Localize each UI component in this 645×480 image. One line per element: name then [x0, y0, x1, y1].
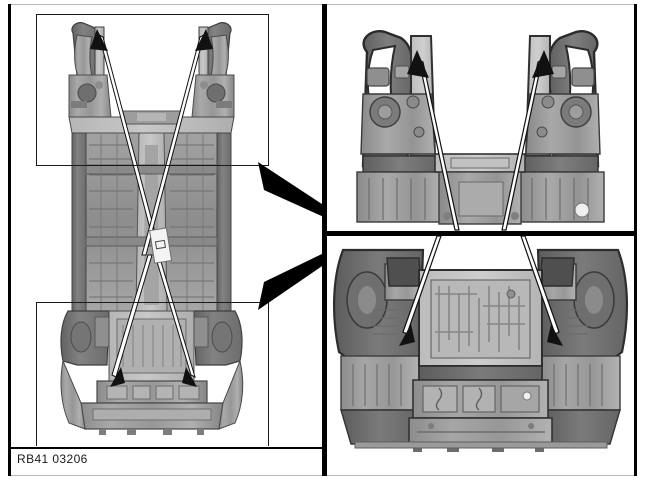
- underbody-overview-artwork: [60, 22, 244, 435]
- figure-id-caption: RB41 03206: [17, 452, 88, 466]
- overview-arrowhead-front-left: [90, 29, 108, 51]
- callout-box-front: [36, 14, 269, 166]
- callout-box-rear: [36, 302, 269, 446]
- caption-separator-rule: [11, 447, 322, 449]
- overview-leader-lines: [98, 34, 205, 378]
- frame-border-left: [8, 4, 11, 476]
- rear-detail-arrowhead-right: [547, 324, 563, 346]
- front-detail-panel: [327, 6, 634, 231]
- taper-arrow-to-front-detail: [258, 162, 328, 218]
- taper-arrow-to-rear-detail: [258, 252, 328, 310]
- rear-detail-panel: [327, 236, 634, 475]
- front-detail-artwork: [356, 30, 605, 231]
- panel-divider-horizontal: [327, 231, 637, 236]
- overview-arrowhead-rear-left: [110, 367, 125, 387]
- overview-arrowhead-rear-right: [182, 367, 197, 387]
- front-detail-arrowhead-right: [532, 50, 554, 78]
- frame-border-right: [634, 4, 637, 476]
- rear-detail-arrowhead-left: [399, 324, 415, 346]
- overview-arrowhead-front-right: [195, 29, 213, 51]
- center-label-tag: [149, 227, 173, 264]
- panel-divider-vertical: [322, 4, 327, 476]
- front-detail-arrowhead-left: [407, 50, 429, 78]
- rear-detail-artwork: [333, 236, 628, 452]
- underbody-overview-panel: [11, 5, 322, 446]
